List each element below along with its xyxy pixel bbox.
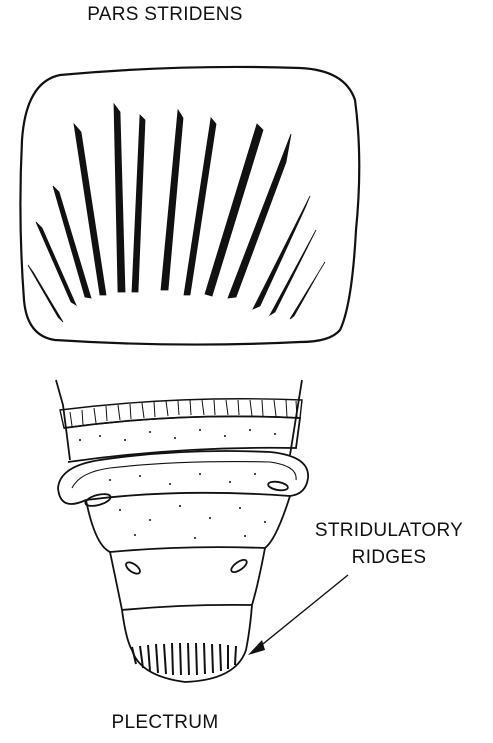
plectrum-ridge <box>204 643 205 674</box>
spiracle-lower-right <box>229 558 248 575</box>
hatch-line <box>118 405 120 420</box>
speckle <box>239 507 241 509</box>
speckle <box>179 505 181 507</box>
speckle <box>139 475 141 477</box>
plectrum-ridge <box>188 643 189 675</box>
ridge-mark <box>161 110 183 290</box>
hatch-line <box>250 400 252 416</box>
fringe-hatching <box>70 400 297 426</box>
hatch-line <box>106 406 107 421</box>
hatch-line <box>226 400 228 415</box>
spiracle-left <box>84 492 112 508</box>
middle-segment-outline <box>86 496 290 552</box>
speckle <box>169 483 171 485</box>
spiracle-right <box>267 480 288 491</box>
hatch-line <box>130 404 131 419</box>
collar-inner-line <box>72 462 296 488</box>
speckle <box>79 439 81 441</box>
speckle <box>229 481 231 483</box>
hatch-line <box>202 400 204 415</box>
hatch-line <box>214 400 215 415</box>
plectrum-tip-outline <box>122 605 252 682</box>
plectrum-ridge <box>156 644 158 673</box>
hatch-line <box>190 400 191 415</box>
plectrum-ridge <box>172 643 173 675</box>
leader-arrowhead <box>248 640 265 655</box>
speckle <box>149 519 151 521</box>
speckle <box>134 534 136 536</box>
pars-stridens-outline <box>20 67 359 345</box>
ridge-mark <box>205 124 263 296</box>
speckle <box>249 429 251 431</box>
speckle <box>124 439 126 441</box>
plectrum-ridge <box>180 643 181 675</box>
speckle <box>199 473 201 475</box>
speckle <box>109 479 111 481</box>
hatch-line <box>262 400 263 416</box>
speckle <box>264 521 266 523</box>
speckle <box>209 517 211 519</box>
ridge-mark <box>184 118 216 295</box>
speckle <box>274 433 276 435</box>
speckle <box>149 431 151 433</box>
speckle <box>199 429 201 431</box>
speckle <box>254 473 256 475</box>
plectrum-ridge <box>235 646 236 665</box>
hatch-line <box>142 403 144 418</box>
lower-segment-line <box>122 605 252 610</box>
pars-stridens-panel <box>20 67 359 345</box>
ridge-mark <box>28 265 63 322</box>
ridge-mark <box>53 186 91 298</box>
ridge-mark <box>270 230 316 315</box>
plectrum-ridge <box>148 645 150 671</box>
plectrum-ridge <box>212 644 213 673</box>
hatch-line <box>94 408 96 423</box>
ridge-mark <box>228 134 291 298</box>
speckle <box>99 435 101 437</box>
leader-line <box>258 575 348 648</box>
lower-segment-outline <box>110 548 265 610</box>
speckle <box>194 537 196 539</box>
speckle <box>244 535 246 537</box>
hatch-line <box>286 400 287 417</box>
plectrum-ridge <box>196 643 197 675</box>
hatch-line <box>154 402 155 417</box>
ridges-leader <box>248 575 348 655</box>
hatch-line <box>238 400 239 415</box>
abdomen-segment-drawing <box>56 380 308 682</box>
speckle-texture <box>79 429 276 539</box>
speckle <box>174 437 176 439</box>
plectrum-ridge <box>164 644 166 674</box>
speckle <box>119 509 121 511</box>
plectrum-ridge <box>132 647 136 664</box>
hatch-line <box>82 410 83 425</box>
ridge-mark <box>132 115 145 292</box>
stridulatory-ridge-marks <box>28 104 325 322</box>
ridge-mark <box>114 104 125 292</box>
hatch-line <box>178 401 179 415</box>
hatch-line <box>274 400 276 416</box>
hatch-line <box>70 412 72 426</box>
hatch-line <box>166 401 168 416</box>
spiracle-lower-left <box>124 560 142 576</box>
middle-segment-line <box>110 547 265 552</box>
speckled-band <box>64 416 300 462</box>
speckle <box>224 435 226 437</box>
plectrum-ridge <box>220 644 221 671</box>
